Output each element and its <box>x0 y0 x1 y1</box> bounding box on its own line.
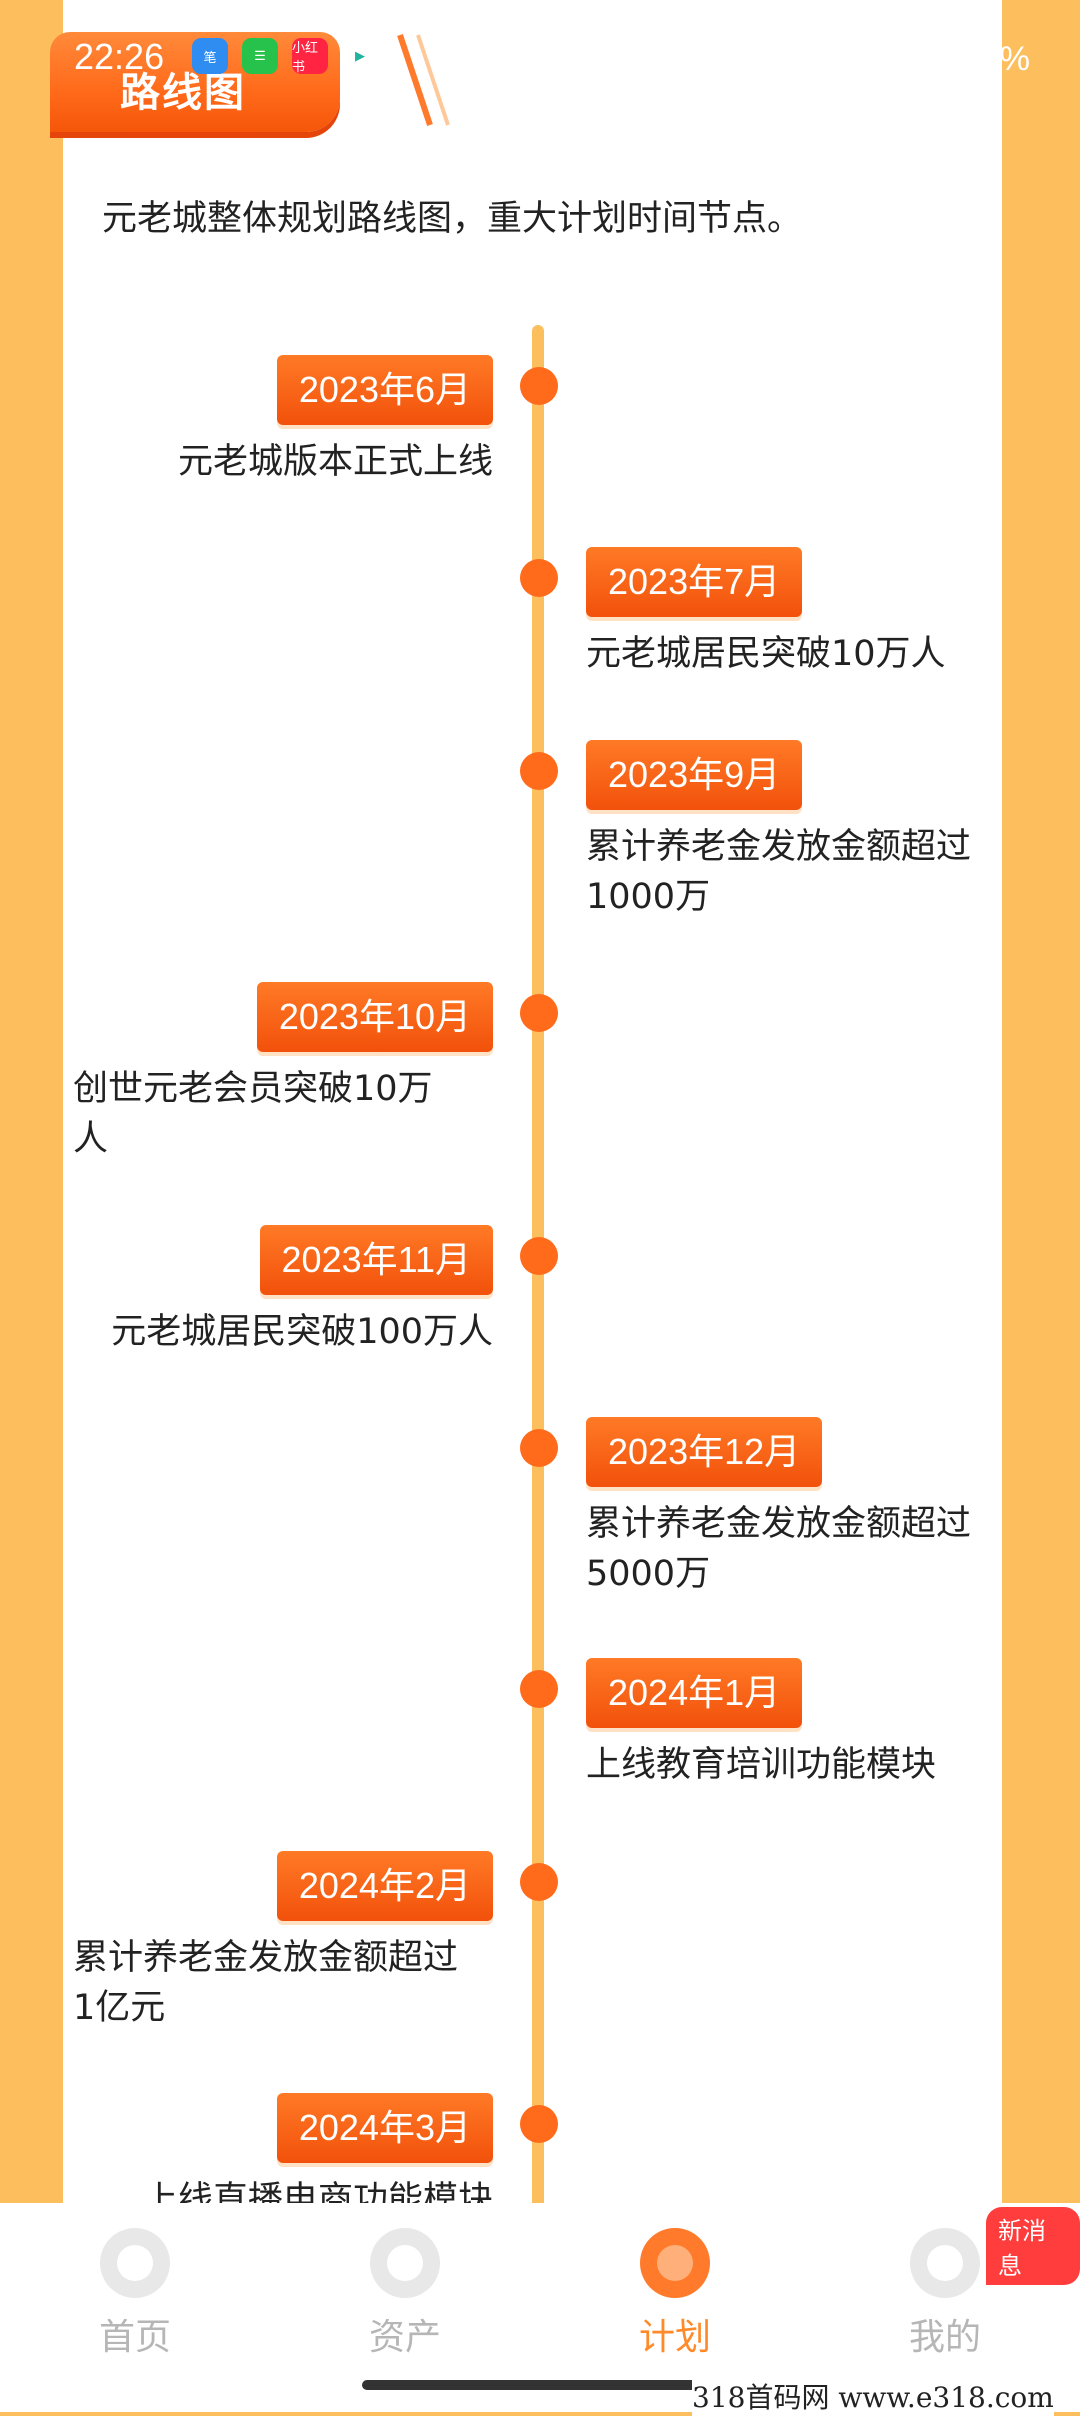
timeline-description: 累计养老金发放金额超过 1000万 <box>586 822 1006 922</box>
timeline-date: 2024年3月 <box>276 2093 493 2163</box>
timeline-dot <box>520 559 558 597</box>
timeline-date: 2024年1月 <box>586 1658 803 1728</box>
page-title: 路线图 <box>120 70 246 116</box>
timeline-description: 上线教育培训功能模块 <box>586 1740 1006 1790</box>
watermark: 318首码网 www.e318.com <box>692 2376 1054 2416</box>
nav-label-plan: 计划 <box>638 2317 711 2358</box>
timeline-line <box>532 325 544 2240</box>
title-decoration-icon <box>397 34 450 126</box>
nav-plan[interactable]: 计划 <box>595 2228 755 2360</box>
assets-icon <box>370 2228 440 2298</box>
timeline-description-line: 元老城居民突破100万人 <box>111 1312 493 1352</box>
timeline-description-line: 元老城版本正式上线 <box>177 442 493 482</box>
timeline-dot <box>520 994 558 1032</box>
timeline-description-line: 5000万 <box>586 1554 711 1594</box>
app-notification-icon: 笔 <box>192 38 228 74</box>
timeline-dot <box>520 367 558 405</box>
profile-icon <box>910 2228 980 2298</box>
timeline-description: 累计养老金发放金额超过 1亿元 <box>73 1933 493 2033</box>
home-icon <box>100 2228 170 2298</box>
battery-percent: % <box>999 40 1030 78</box>
timeline-dot <box>520 1863 558 1901</box>
timeline-date: 2023年11月 <box>259 1225 493 1295</box>
timeline-description-line: 累计养老金发放金额超过 <box>586 827 972 867</box>
nav-assets[interactable]: 资产 <box>325 2228 485 2360</box>
timeline-description-line: 创世元老会员突破10万 <box>73 1069 433 1109</box>
timeline-date: 2023年6月 <box>276 355 493 425</box>
timeline-description-line: 元老城居民突破10万人 <box>586 634 946 674</box>
timeline-description: 累计养老金发放金额超过 5000万 <box>586 1499 1006 1599</box>
timeline-description-line: 累计养老金发放金额超过 <box>73 1938 459 1978</box>
status-notification-icons: 笔 ☰ 小红书 ▶ <box>192 38 378 74</box>
home-indicator[interactable] <box>362 2380 718 2390</box>
timeline-description-line: 人 <box>73 1119 109 1159</box>
video-notification-icon: ▶ <box>342 38 378 74</box>
timeline-date: 2024年2月 <box>276 1851 493 1921</box>
timeline-description: 创世元老会员突破10万人 <box>73 1064 493 1164</box>
timeline-description-line: 上线教育培训功能模块 <box>586 1745 937 1785</box>
timeline-description-line: 1亿元 <box>73 1988 166 2028</box>
timeline-dot <box>520 1237 558 1275</box>
nav-label-assets: 资产 <box>368 2317 441 2358</box>
timeline-dot <box>520 1670 558 1708</box>
timeline-dot <box>520 1429 558 1467</box>
timeline-dot <box>520 2105 558 2143</box>
timeline-description: 元老城版本正式上线 <box>73 437 493 487</box>
timeline-date: 2023年12月 <box>586 1417 823 1487</box>
timeline-date: 2023年10月 <box>256 982 493 1052</box>
xiaohongshu-notification-icon: 小红书 <box>292 38 328 74</box>
nav-label-profile: 我的 <box>908 2317 981 2358</box>
nav-label-home: 首页 <box>98 2317 171 2358</box>
timeline-date: 2023年7月 <box>586 547 803 617</box>
timeline-description-line: 1000万 <box>586 877 711 917</box>
bell-icon <box>640 2228 710 2298</box>
nav-profile[interactable]: 我的 <box>865 2228 1025 2360</box>
status-time: 22:26 <box>74 36 165 77</box>
nav-home[interactable]: 首页 <box>55 2228 215 2360</box>
message-notification-icon: ☰ <box>242 38 278 74</box>
timeline-dot <box>520 752 558 790</box>
timeline-description: 元老城居民突破10万人 <box>586 629 1006 679</box>
new-message-badge: 新消息 <box>986 2207 1080 2285</box>
timeline-date: 2023年9月 <box>586 740 803 810</box>
timeline-description: 元老城居民突破100万人 <box>73 1307 493 1357</box>
intro-text: 元老城整体规划路线图，重大计划时间节点。 <box>102 199 803 239</box>
timeline-description-line: 累计养老金发放金额超过 <box>586 1504 972 1544</box>
